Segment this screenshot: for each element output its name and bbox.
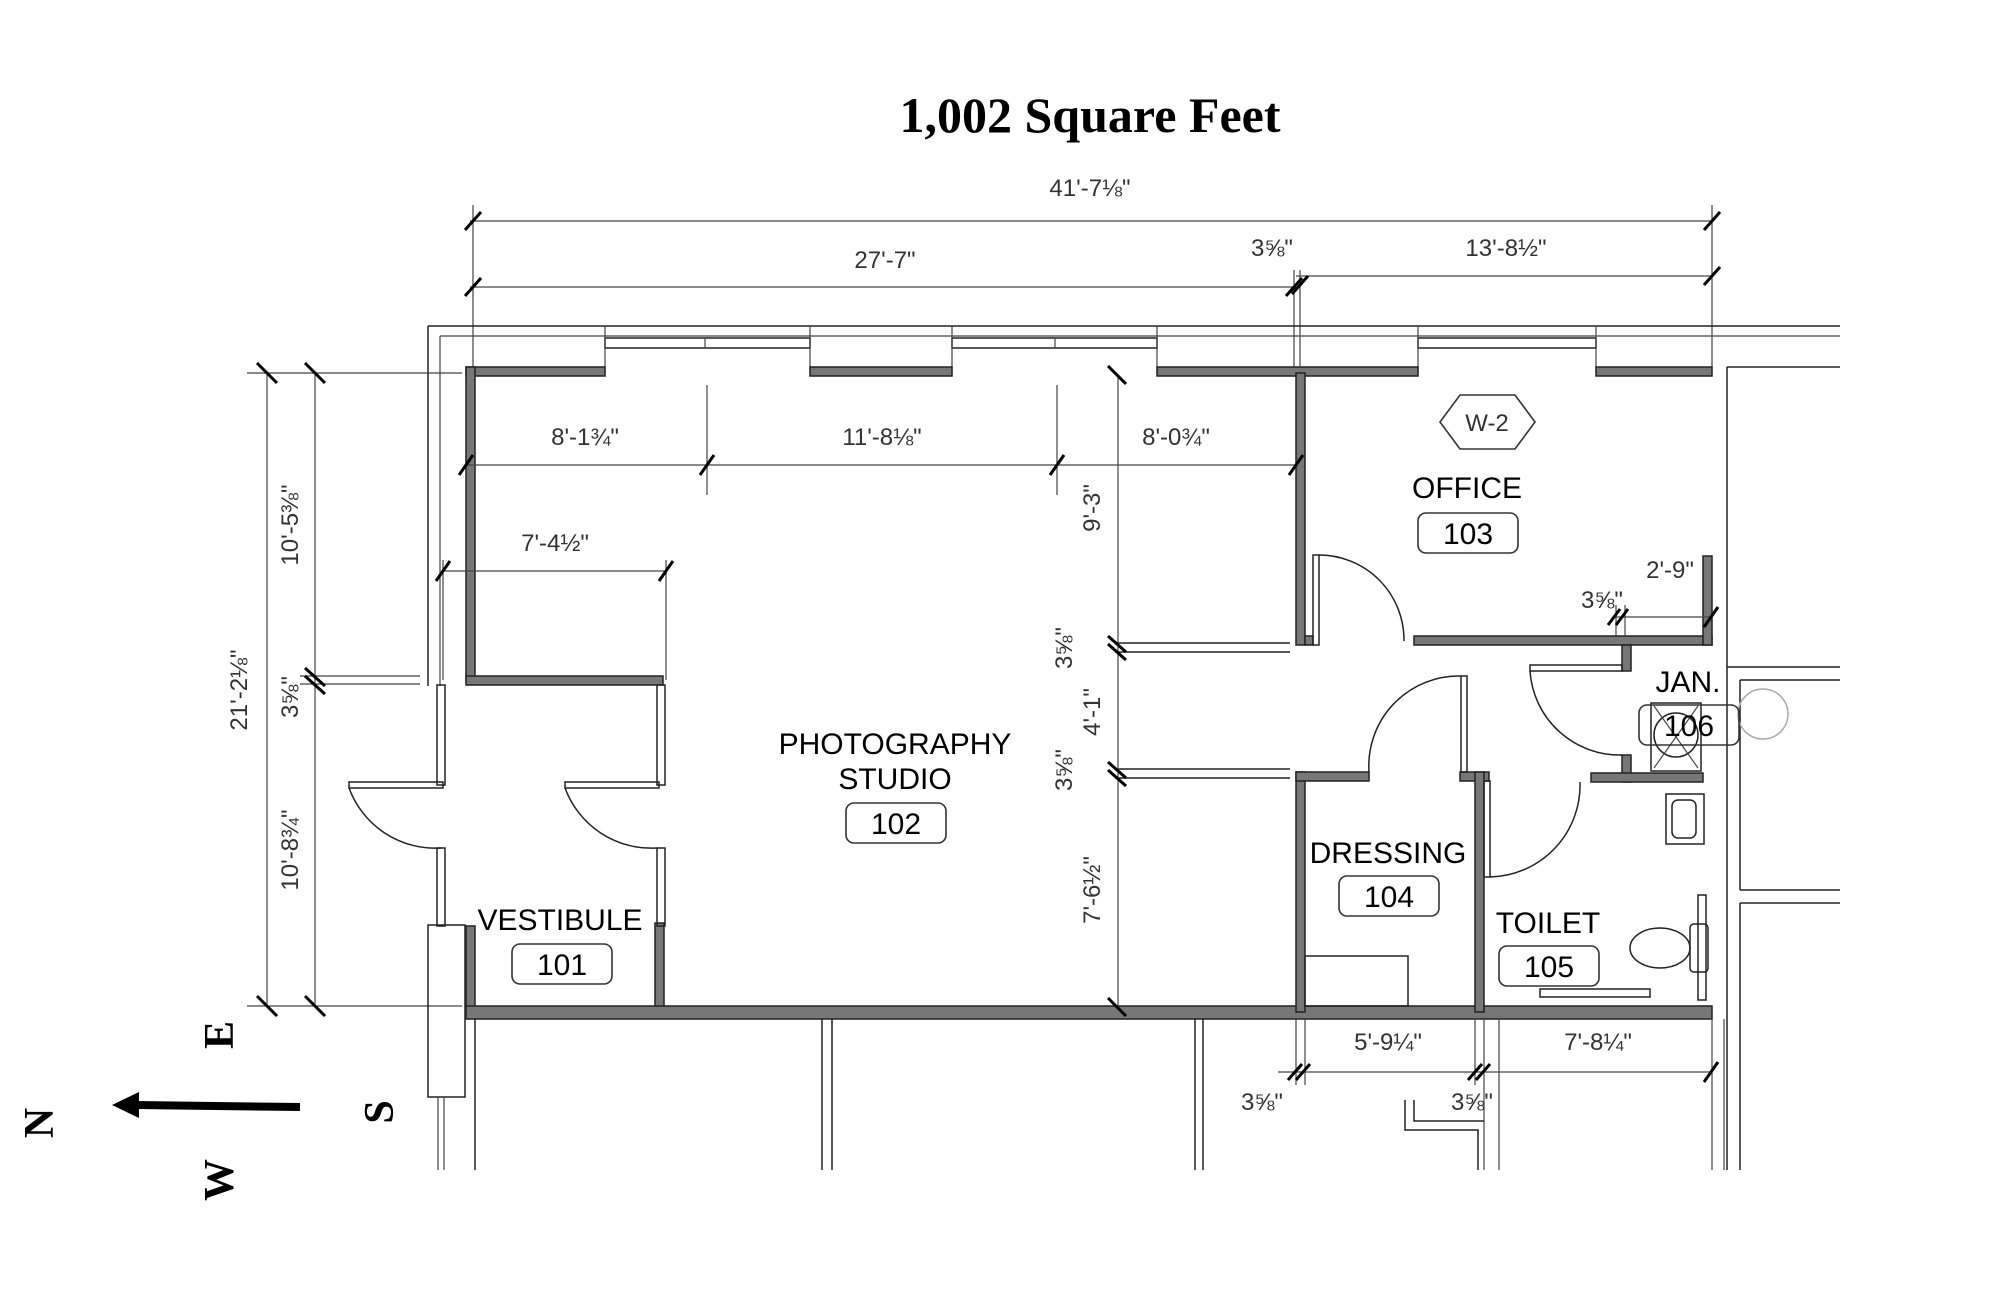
room-number: 106: [1664, 710, 1714, 743]
door-swing-vestibule-outer: [348, 787, 442, 849]
compass-west: W: [197, 1159, 243, 1201]
toilet-icon: [1629, 927, 1691, 969]
window-tag: W-2: [1439, 394, 1536, 450]
dim-right-lower: 7'-6½": [1079, 856, 1106, 924]
dim-dressing-width: 5'-9¼": [1354, 1029, 1422, 1056]
dim-toilet-width: 7'-8¼": [1564, 1029, 1632, 1056]
dim-lower-depth: 10'-8¾": [277, 809, 304, 890]
dim-right-wall-1: 3⅝": [1051, 627, 1078, 669]
windows: [604, 326, 1597, 373]
lower-structure: [427, 924, 1484, 1170]
plan-title: 1,002 Square Feet: [900, 87, 1281, 143]
room-vestibule: VESTIBULE 101: [477, 904, 643, 985]
dim-upper-depth: 10'-5⅜": [277, 484, 304, 565]
dim-overall-width: 41'-7⅛": [1049, 175, 1130, 202]
dim-seg-1: 8'-1¾": [551, 424, 619, 451]
lavatory-icon: [1665, 793, 1705, 845]
top-dimensions: 41'-7⅛" 27'-7" 3⅝" 13'-8½": [463, 175, 1722, 370]
room-name: JAN.: [1655, 666, 1720, 699]
compass-north: N: [17, 1108, 63, 1138]
room-number: 102: [871, 808, 921, 841]
north-arrow-icon: [112, 1092, 301, 1118]
dim-seg-3: 8'-0¾": [1142, 424, 1210, 451]
room-name-line-1: PHOTOGRAPHY: [779, 728, 1012, 761]
dim-office-width: 13'-8½": [1465, 235, 1546, 262]
studio-partitions: [1115, 642, 1290, 779]
room-number: 104: [1364, 881, 1414, 914]
dim-top-wall: 3⅝": [1251, 235, 1293, 262]
interior-dimensions: 8'-1¾" 11'-8⅛" 8'-0¾" 7'-4½" 2'-9" 3⅝" 2…: [226, 361, 1725, 1170]
dim-right-mid: 4'-1": [1079, 688, 1106, 736]
compass-south: S: [357, 1100, 403, 1123]
room-photography-studio: PHOTOGRAPHY STUDIO 102: [779, 728, 1012, 844]
room-number: 101: [537, 949, 587, 982]
window-tag-label: W-2: [1465, 410, 1509, 437]
walls: [465, 366, 1713, 1020]
dim-vestibule-width: 7'-4½": [521, 530, 589, 557]
dressing-bench: [1304, 955, 1409, 1007]
room-name: OFFICE: [1412, 472, 1522, 505]
dim-studio-width: 27'-7": [854, 247, 915, 274]
room-number: 105: [1524, 951, 1574, 984]
fixtures: [1304, 702, 1709, 1007]
dim-overall-depth: 21'-2⅛": [226, 649, 253, 730]
compass-east: E: [197, 1021, 243, 1049]
dim-bottom-wall-1: 3⅝": [1241, 1089, 1283, 1116]
room-name: VESTIBULE: [477, 904, 642, 937]
dim-right-wall-2: 3⅝": [1051, 749, 1078, 791]
room-name: DRESSING: [1310, 837, 1467, 870]
compass: N S E W: [17, 1021, 403, 1201]
room-name: TOILET: [1496, 907, 1600, 940]
dim-mid-wall: 3⅝": [277, 676, 304, 718]
exterior-lines: [427, 325, 1840, 1170]
room-dressing: DRESSING 104: [1310, 837, 1467, 917]
mop-sink-icon: [1650, 702, 1702, 772]
dim-bottom-wall-2: 3⅝": [1451, 1089, 1493, 1116]
room-toilet: TOILET 105: [1496, 907, 1600, 987]
room-janitor: JAN. 106: [1638, 666, 1740, 746]
door-swing-vestibule-inner: [564, 787, 658, 849]
dim-right-upper: 9'-3": [1079, 484, 1106, 532]
dim-office-closet: 2'-9": [1646, 557, 1694, 584]
doors: [348, 554, 1623, 927]
room-name-line-2: STUDIO: [838, 763, 951, 796]
room-office: OFFICE 103: [1412, 472, 1522, 554]
room-number: 103: [1443, 518, 1493, 551]
grab-bar: [1539, 988, 1651, 998]
dim-office-wall: 3⅝": [1581, 587, 1623, 614]
dim-seg-2: 11'-8⅛": [842, 424, 921, 451]
fixture-circle: [1737, 688, 1789, 740]
